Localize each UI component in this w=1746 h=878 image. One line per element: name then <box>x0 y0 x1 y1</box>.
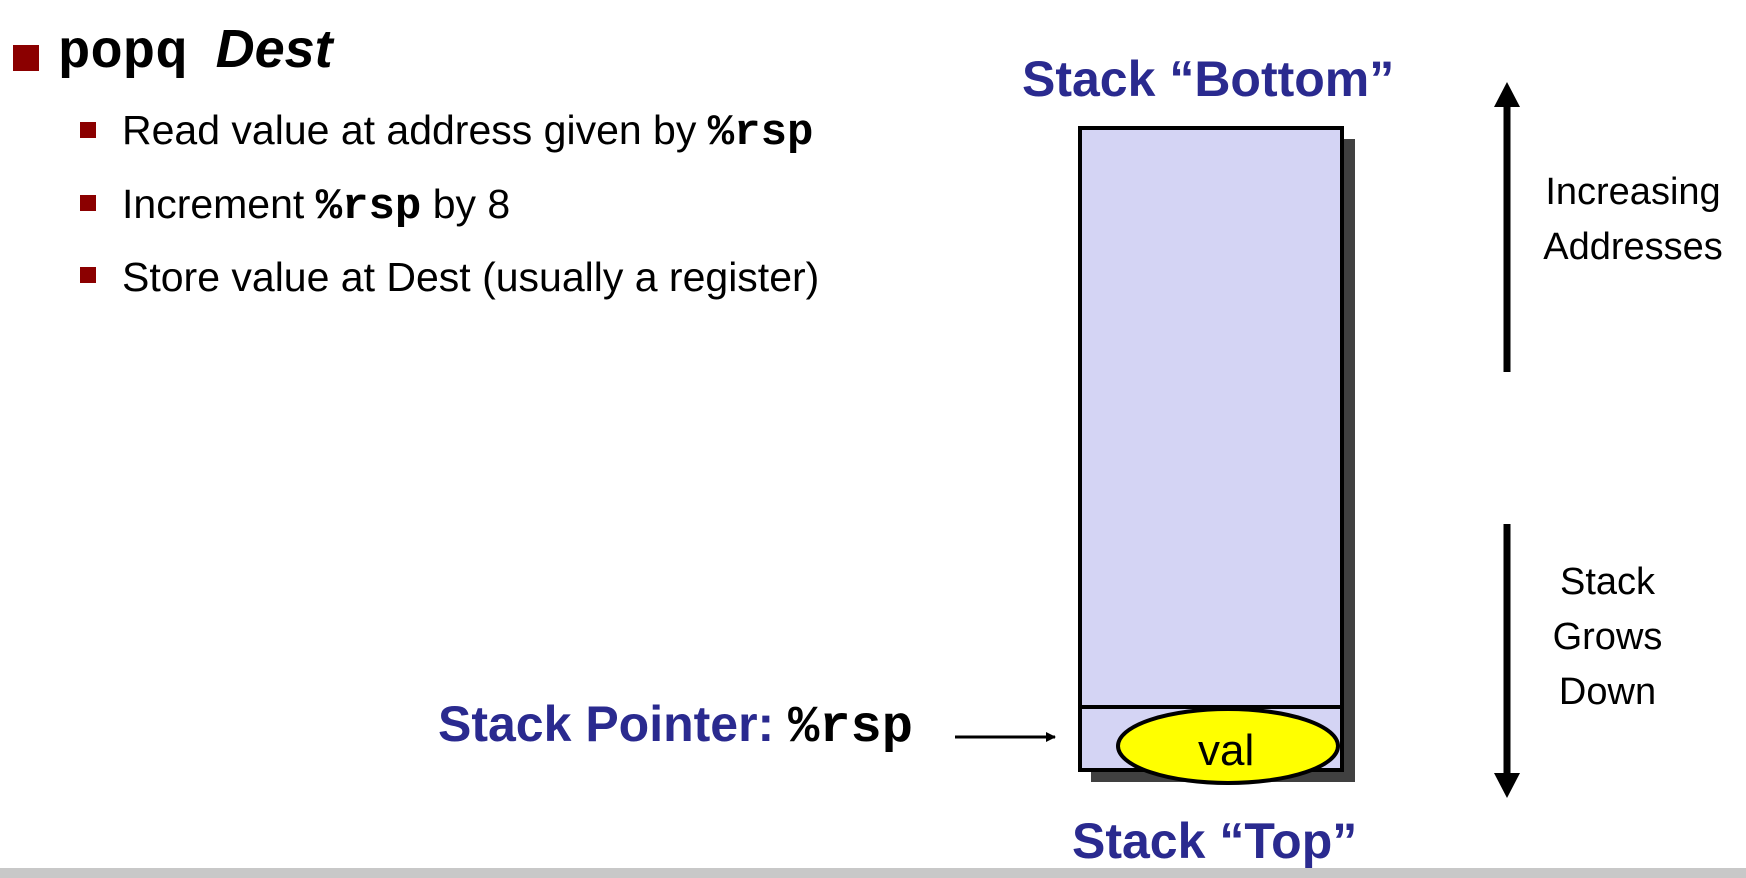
stack-pointer-register: %rsp <box>788 698 913 757</box>
increasing-line-1: Increasing <box>1545 171 1721 213</box>
bullet-text: Increment <box>122 181 316 227</box>
val-ellipse <box>1116 707 1340 785</box>
stack-pointer-text: Stack Pointer: <box>438 696 789 752</box>
bullet-code: %rsp <box>707 108 814 158</box>
grows-line-2: Grows <box>1552 616 1663 658</box>
stack-bottom-label: Stack “Bottom” <box>1022 51 1395 107</box>
bullet-read-value: Read value at address given by %rsp <box>122 107 813 158</box>
instruction-heading: popq Dest <box>58 18 333 84</box>
down-arrow-head <box>1494 773 1520 798</box>
stack-pointer-label: Stack Pointer: %rsp <box>438 695 913 757</box>
bullet-marker <box>80 195 96 211</box>
instruction-operand: Dest <box>215 19 333 79</box>
bullet-text: Read value at address given by <box>122 107 708 153</box>
bullet-store-value: Store value at Dest (usually a register) <box>122 254 819 301</box>
bullet-text-end: by 8 <box>421 181 511 227</box>
footer-bar <box>0 868 1746 878</box>
instruction-name: popq <box>58 23 188 84</box>
stack-top-label: Stack “Top” <box>1072 813 1358 869</box>
bullet-text: Store value at Dest (usually a register) <box>122 254 820 300</box>
bullet-marker <box>80 122 96 138</box>
val-label: val <box>1198 726 1255 775</box>
heading-bullet <box>13 45 39 71</box>
stack-grows-down-label: Stack Grows Down <box>1540 555 1675 720</box>
bullet-marker <box>80 267 96 283</box>
grows-line-1: Stack <box>1559 561 1656 603</box>
grows-line-3: Down <box>1558 671 1657 713</box>
stack-body <box>1078 126 1344 772</box>
bullet-code: %rsp <box>315 182 422 232</box>
up-arrow-head <box>1494 82 1520 107</box>
bullet-increment: Increment %rsp by 8 <box>122 181 510 232</box>
increasing-line-2: Addresses <box>1543 226 1723 268</box>
increasing-addresses-label: Increasing Addresses <box>1528 165 1738 275</box>
